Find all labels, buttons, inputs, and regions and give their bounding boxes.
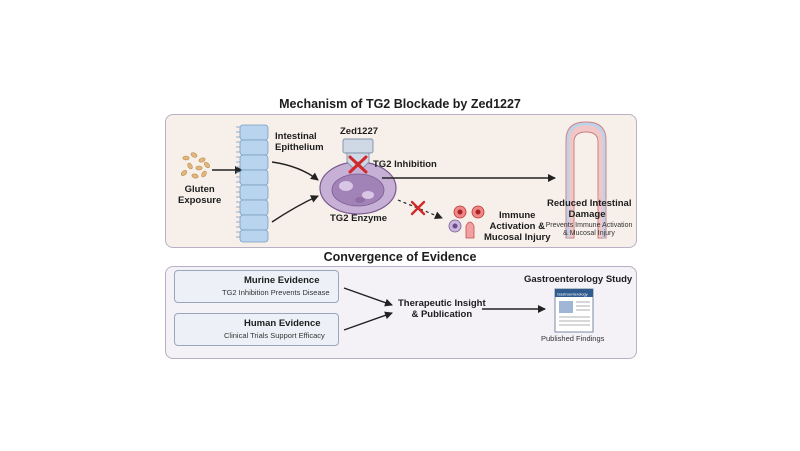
villus-icon [565, 121, 607, 239]
inhibition-label: TG2 Inhibition [373, 159, 437, 170]
inhibition-x-icon [348, 155, 368, 174]
immune-label: Immune Activation & Mucosal Injury [484, 210, 551, 243]
human-evidence-card [174, 313, 339, 346]
immune-cells-icon [448, 205, 485, 239]
gluten-label: Gluten Exposure [178, 184, 222, 206]
murine-title: Murine Evidence [244, 275, 320, 286]
human-title: Human Evidence [244, 318, 321, 329]
mechanism-title: Mechanism of TG2 Blockade by Zed1227 [279, 97, 521, 111]
epithelium-arrow-upper [271, 161, 319, 181]
blocked-x-icon [410, 200, 426, 216]
study-title: Gastroenterology Study [524, 274, 633, 285]
epithelium-icon [239, 124, 269, 243]
murine-arrow [343, 287, 393, 307]
insight-label: Therapeutic Insight & Publication [398, 298, 486, 320]
blocked-arrow [397, 199, 443, 220]
epithelium-arrow-lower [271, 195, 319, 223]
murine-subtitle: TG2 Inhibition Prevents Disease [222, 288, 330, 297]
human-arrow [343, 311, 393, 331]
journal-icon [554, 288, 594, 333]
murine-evidence-card [174, 270, 339, 303]
journal-name: Gastroenterology [557, 292, 588, 297]
epithelium-label: Intestinal Epithelium [275, 131, 324, 153]
microvilli [236, 126, 240, 238]
human-subtitle: Clinical Trials Support Efficacy [224, 331, 325, 340]
convergence-title: Convergence of Evidence [323, 250, 477, 264]
findings-label: Published Findings [541, 334, 605, 343]
drug-label: Zed1227 [340, 126, 379, 137]
outcome-title: Reduced Intestinal Damage [547, 198, 632, 220]
tg2-enzyme-icon [319, 161, 397, 215]
enzyme-label: TG2 Enzyme [330, 213, 388, 224]
outcome-subtitle: Prevents Immune Activation & Mucosal Inj… [545, 222, 633, 237]
gluten-icon [180, 152, 210, 179]
zed1227-icon [342, 138, 374, 169]
